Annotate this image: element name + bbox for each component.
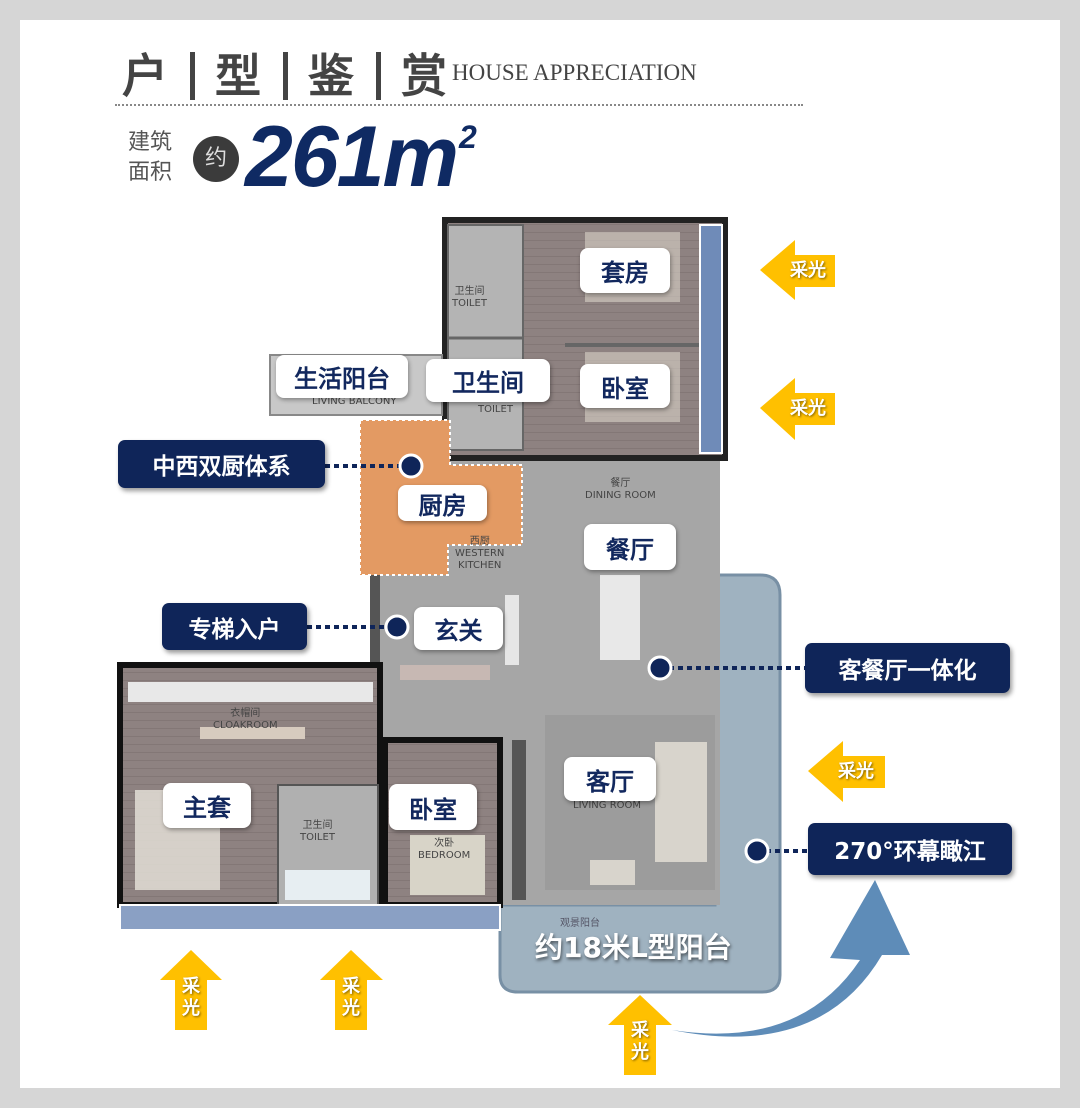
feature-private-elevator: 专梯入户 [162,603,307,650]
room-label-bathroom: 卫生间 [426,359,550,402]
marker-dot [744,838,770,864]
cloakroom-rail [128,682,373,702]
area-value: 261m2 [245,109,477,205]
room-label-living-balcony: 生活阳台 [276,355,408,398]
light-label: 采光 [838,761,874,782]
area-label: 建筑面积 [128,130,173,185]
light-arrow-left-icon [760,240,835,300]
feature-river-view: 270°环幕瞰江 [808,823,1012,875]
room-label-kitchen: 厨房 [398,485,487,521]
light-arrow-left-icon [760,378,835,440]
l-balcony [498,573,782,994]
marker-dot [647,655,673,681]
room-label-dining: 餐厅 [584,524,676,570]
living-balcony-en: LIVING BALCONY [312,396,397,407]
light-arrow-up-icon [608,995,672,1075]
feature-living-dining: 客餐厅一体化 [805,643,1010,693]
light-label: 采光 [631,1020,649,1063]
toilet-label: TOILET [478,404,513,415]
room-label-bedroom-upper: 卧室 [580,364,670,408]
light-label: 采光 [790,260,826,281]
light-arrow-up-icon [320,950,383,1030]
light-arrow-up-icon [160,950,222,1030]
entry-corridor [370,575,380,665]
light-label: 采光 [790,398,826,419]
light-label: 采光 [342,976,360,1019]
bottom-window [119,904,501,931]
room-label-l-balcony: 约18米L型阳台 [535,931,732,964]
feature-dual-kitchen: 中西双厨体系 [118,440,325,488]
view-balcony-label: 观景阳台 [560,918,600,929]
view-arrow-icon [672,880,910,1037]
page-title: 户型鉴赏 [122,49,449,103]
room-label-suite: 套房 [580,248,670,293]
approx-badge: 约 [193,136,239,182]
page-subtitle: HOUSE APPRECIATION [452,60,697,85]
room-label-bedroom-lower: 卧室 [389,784,477,830]
room-label-master-suite: 主套 [163,783,251,828]
living-room-en: LIVING ROOM [573,800,642,811]
room-label-foyer: 玄关 [414,607,503,650]
upper-window [699,224,723,454]
room-label-living: 客厅 [564,757,656,801]
light-arrow-left-icon [808,741,885,802]
light-label: 采光 [182,976,200,1019]
marker-dot [398,453,424,479]
marker-dot [384,614,410,640]
divider [115,104,803,106]
